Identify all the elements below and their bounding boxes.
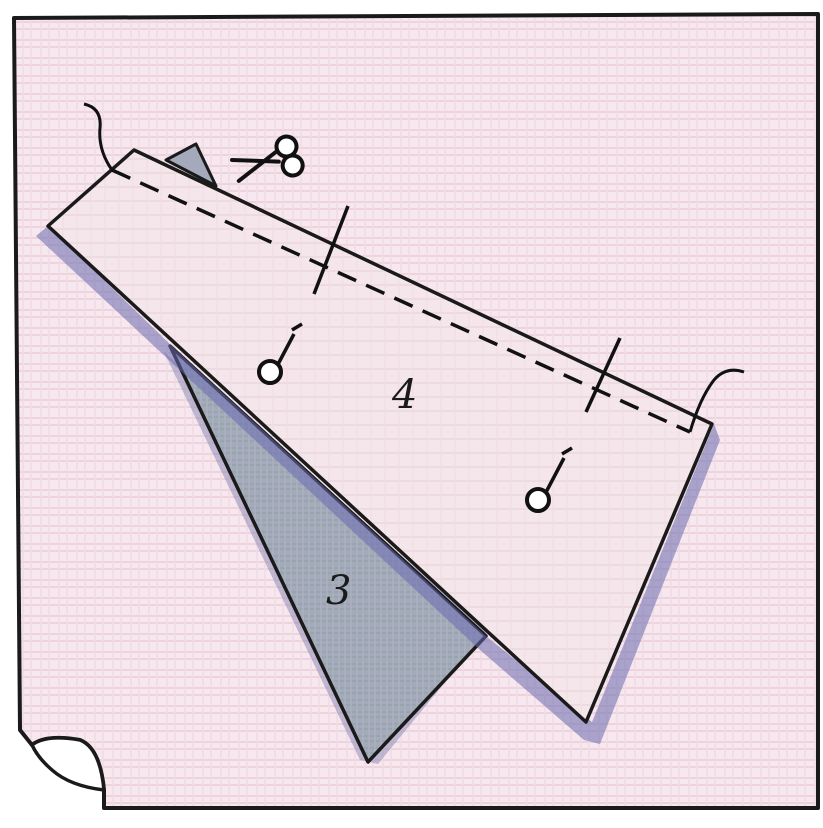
- piece-label-3: 3: [326, 568, 351, 614]
- thread-left: [83, 102, 114, 171]
- fabric-piece-4: [36, 148, 720, 744]
- thread-right: [688, 368, 745, 433]
- scissors-icon: [230, 134, 305, 183]
- paper-curled-corner: [30, 736, 106, 792]
- seam-dashed-line: [111, 168, 691, 434]
- fabric-piece-4-body: [46, 148, 714, 724]
- fabric-piece-3-tip: [164, 142, 218, 188]
- seam: [83, 102, 745, 434]
- fabric-piece-3: [164, 142, 488, 764]
- pin-icon: [257, 205, 350, 385]
- pin-icon: [525, 337, 622, 513]
- piece-label-4: 4: [391, 372, 417, 418]
